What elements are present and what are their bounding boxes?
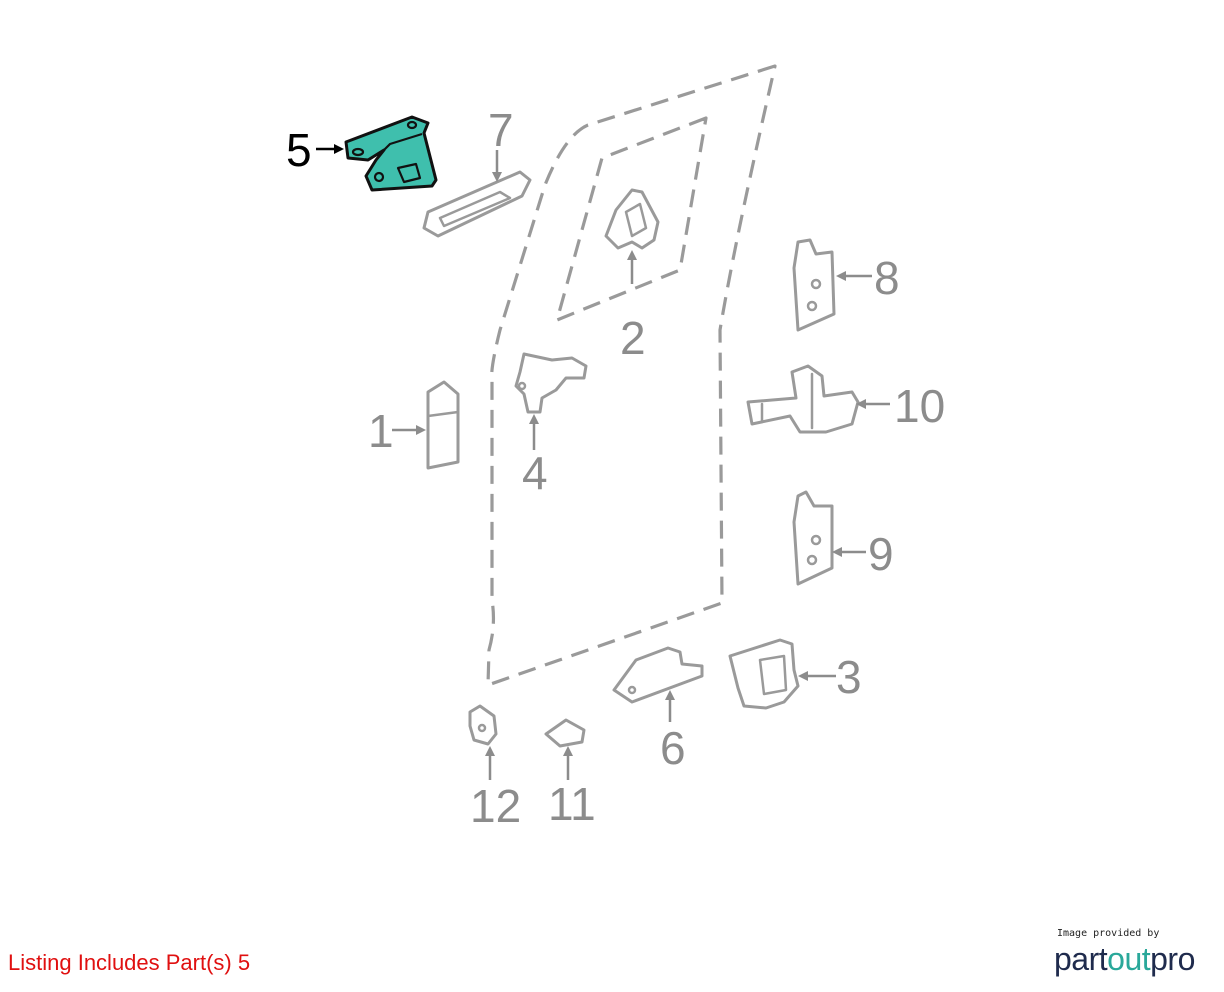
leader-lines <box>316 144 890 780</box>
part-6-striker-plate[interactable] <box>612 646 704 704</box>
listing-note: Listing Includes Part(s) 5 <box>8 950 251 975</box>
callout-6: 6 <box>660 722 686 774</box>
callout-5: 5 <box>286 124 312 176</box>
callout-11: 11 <box>548 778 596 830</box>
callout-8: 8 <box>874 252 900 304</box>
part-9-lower-hinge[interactable] <box>792 490 834 586</box>
door-outline <box>486 64 777 687</box>
logo-caption: Image provided by <box>1057 928 1160 939</box>
logo-word-out: out <box>1107 941 1151 977</box>
part-7-outside-handle[interactable] <box>422 170 532 238</box>
callout-10: 10 <box>894 380 945 432</box>
part-1-cover[interactable] <box>426 380 460 470</box>
callout-9: 9 <box>868 528 894 580</box>
logo-word-pro: pro <box>1150 941 1195 977</box>
part-4-lock-cylinder[interactable] <box>514 352 588 414</box>
part-3-latch[interactable] <box>728 638 800 710</box>
callout-1: 1 <box>368 405 394 457</box>
callout-7: 7 <box>488 104 514 156</box>
logo-word-part: part <box>1054 941 1108 977</box>
partoutpro-logo: Image provided by partoutpro <box>1054 928 1214 977</box>
part-8-upper-hinge[interactable] <box>792 238 836 332</box>
part-5-hinge[interactable] <box>344 115 438 192</box>
part-2-inside-handle[interactable] <box>604 188 660 250</box>
callout-3: 3 <box>836 651 862 703</box>
part-11-bumper[interactable] <box>544 718 586 748</box>
callout-2: 2 <box>620 312 646 364</box>
callout-12: 12 <box>470 780 521 832</box>
part-10-door-check[interactable] <box>746 364 860 434</box>
callout-4: 4 <box>522 447 548 499</box>
logo-wordmark: partoutpro <box>1054 941 1214 977</box>
part-12-clip[interactable] <box>468 704 498 746</box>
